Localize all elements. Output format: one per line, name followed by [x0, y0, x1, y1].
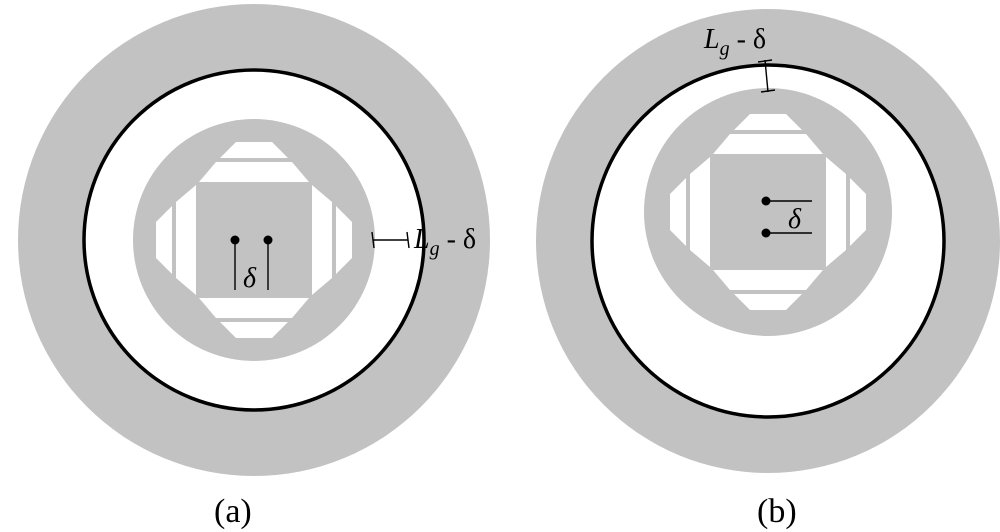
- rotor-b: [644, 88, 892, 336]
- panel-a: δ Lg - δ (a): [18, 4, 490, 530]
- stator-bore-b: [590, 63, 946, 419]
- gap-label-a: Lg - δ: [413, 224, 476, 260]
- gap-dim-b: [764, 59, 769, 93]
- caption-a: (a): [214, 493, 252, 530]
- offset-label-b: δ: [788, 204, 802, 235]
- gap-tick-inner-a: [371, 231, 375, 249]
- rotor-body-a: [133, 119, 375, 361]
- stator-bore-a: [82, 68, 426, 412]
- offset-label-a: δ: [243, 263, 257, 294]
- panel-b: δ Lg - δ (b): [536, 9, 1000, 530]
- rotor-center-a: [263, 235, 273, 245]
- stator-center-b: [761, 228, 771, 238]
- rotor-center-b: [761, 196, 771, 206]
- gap-tick-inner-b: [760, 89, 776, 93]
- gap-label-b: Lg - δ: [703, 24, 766, 60]
- rotor-body-b: [644, 88, 892, 336]
- caption-b: (b): [757, 493, 797, 530]
- gap-tick-outer-a: [406, 231, 410, 249]
- rotor-a: [133, 119, 375, 361]
- stator-center-a: [230, 235, 240, 245]
- gap-tick-outer-b: [757, 59, 773, 63]
